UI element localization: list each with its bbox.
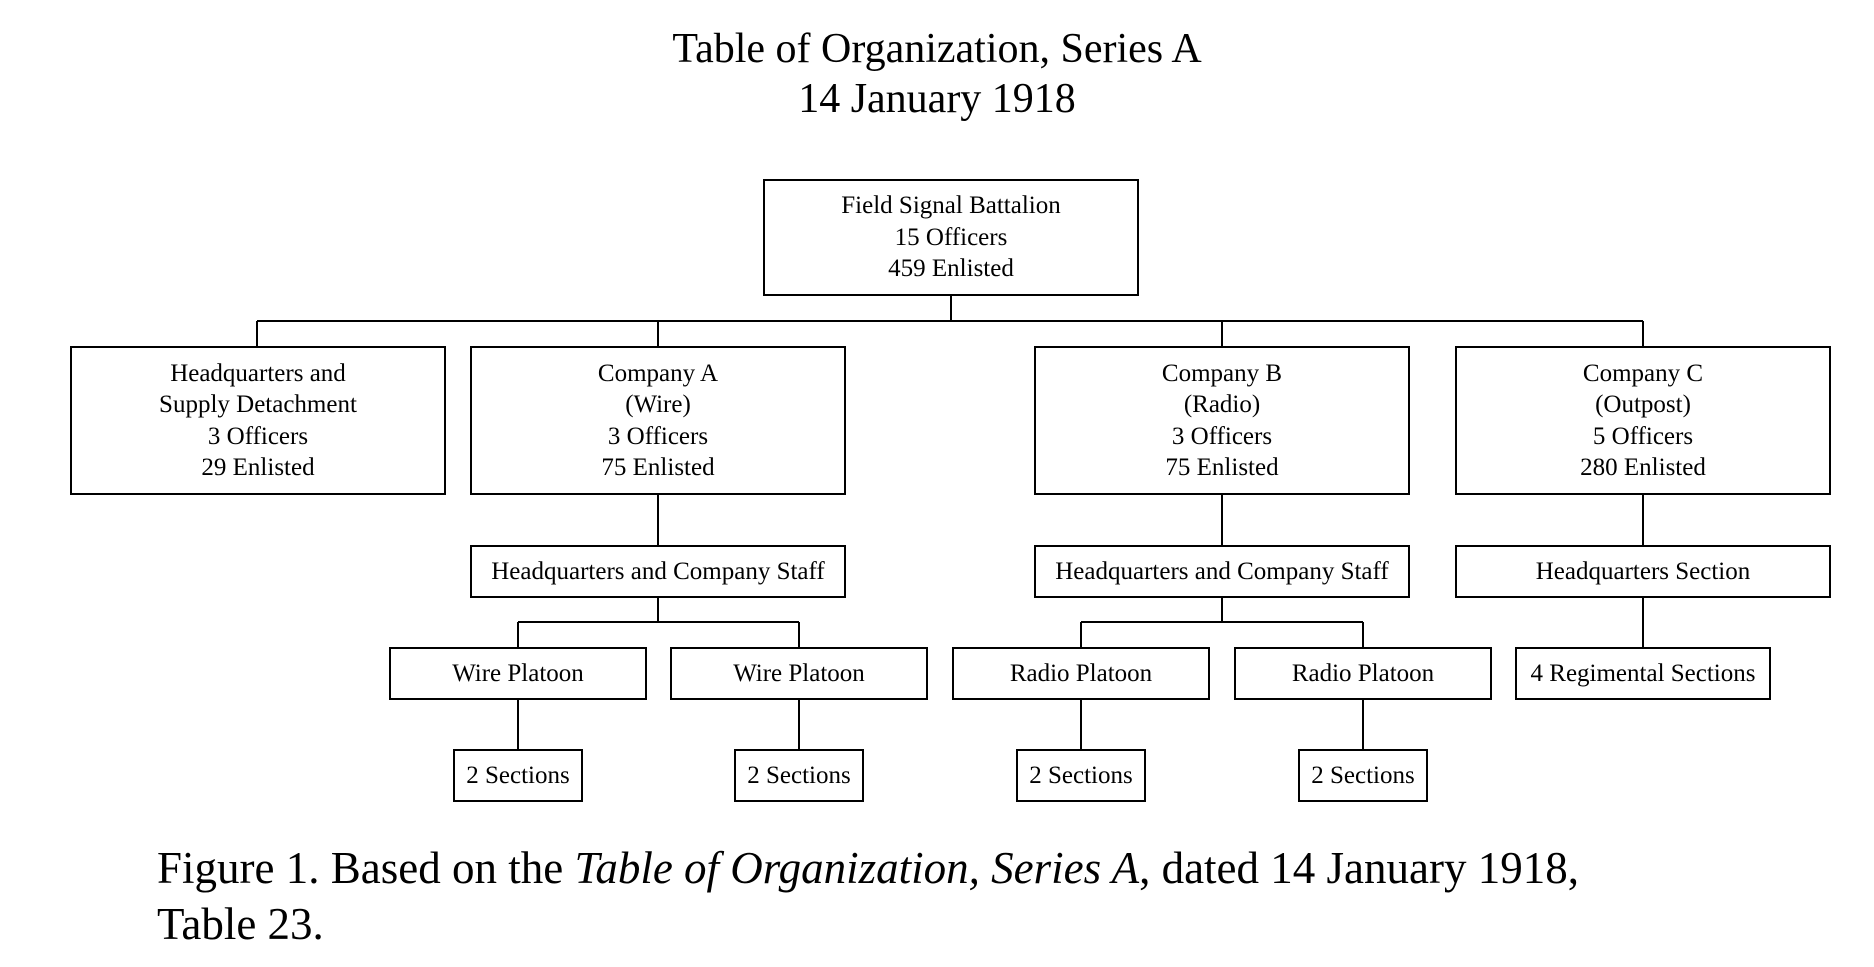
company-b-hq-staff-label: Headquarters and Company Staff [1055, 557, 1389, 585]
regimental-sections-label: 4 Regimental Sections [1530, 659, 1756, 687]
node-wire-platoon-1-sections: 2 Sections [453, 749, 583, 802]
node-field-signal-battalion: Field Signal Battalion 15 Officers 459 E… [763, 179, 1139, 296]
company-c-type: (Outpost) [1595, 391, 1691, 418]
battalion-enlisted: 459 Enlisted [888, 255, 1014, 283]
company-c-officers: 5 Officers [1592, 422, 1694, 450]
node-company-a: Company A (Wire) 3 Officers 75 Enlisted [470, 346, 846, 495]
node-company-a-hq-staff: Headquarters and Company Staff [470, 545, 846, 598]
node-company-b-hq-staff: Headquarters and Company Staff [1034, 545, 1410, 598]
company-a-officers: 3 Officers [607, 422, 709, 450]
node-radio-platoon-2: Radio Platoon [1234, 647, 1492, 700]
company-a-enlisted: 75 Enlisted [601, 454, 715, 481]
diagram-title: Table of Organization, Series A [672, 26, 1202, 72]
node-company-c: Company C (Outpost) 5 Officers 280 Enlis… [1455, 346, 1831, 495]
company-b-type: (Radio) [1183, 391, 1261, 418]
node-wire-platoon-1: Wire Platoon [389, 647, 647, 700]
caption-line1: Figure 1. Based on the Table of Organiza… [157, 840, 1807, 896]
diagram-date: 14 January 1918 [798, 76, 1076, 122]
hq-supply-enlisted: 29 Enlisted [201, 454, 315, 481]
wire-platoon-1-label: Wire Platoon [452, 659, 584, 687]
node-regimental-sections: 4 Regimental Sections [1515, 647, 1771, 700]
node-company-b: Company B (Radio) 3 Officers 75 Enlisted [1034, 346, 1410, 495]
battalion-officers: 15 Officers [894, 223, 1008, 251]
node-wire-platoon-2: Wire Platoon [670, 647, 928, 700]
company-a-type: (Wire) [625, 391, 691, 418]
wire-platoon-2-label: Wire Platoon [733, 659, 865, 687]
node-wire-platoon-2-sections: 2 Sections [734, 749, 864, 802]
radio-platoon-1-label: Radio Platoon [1009, 659, 1153, 687]
node-radio-platoon-1-sections: 2 Sections [1016, 749, 1146, 802]
node-radio-platoon-1: Radio Platoon [952, 647, 1210, 700]
caption-line2: Table 23. [157, 899, 324, 949]
radio-platoon-2-sections-label: 2 Sections [1311, 761, 1415, 789]
wire-platoon-2-sections-label: 2 Sections [747, 761, 851, 789]
node-radio-platoon-2-sections: 2 Sections [1298, 749, 1428, 802]
battalion-name: Field Signal Battalion [841, 192, 1061, 220]
figure-caption: Figure 1. Based on the Table of Organiza… [157, 840, 1807, 952]
company-a-name: Company A [597, 359, 719, 387]
radio-platoon-1-sections-label: 2 Sections [1029, 761, 1133, 789]
radio-platoon-2-label: Radio Platoon [1291, 659, 1435, 687]
company-c-enlisted: 280 Enlisted [1580, 454, 1706, 481]
hq-supply-line1: Headquarters and [170, 359, 346, 387]
node-hq-supply-detachment: Headquarters and Supply Detachment 3 Off… [70, 346, 446, 495]
hq-supply-officers: 3 Officers [207, 422, 309, 450]
wire-platoon-1-sections-label: 2 Sections [466, 761, 570, 789]
hq-supply-line2: Supply Detachment [159, 391, 357, 418]
company-c-name: Company C [1582, 359, 1704, 387]
company-b-officers: 3 Officers [1171, 422, 1273, 450]
company-b-enlisted: 75 Enlisted [1165, 454, 1279, 481]
company-b-name: Company B [1161, 359, 1283, 387]
company-a-hq-staff-label: Headquarters and Company Staff [491, 557, 825, 585]
caption-suffix: , dated 14 January 1918, [1139, 843, 1579, 893]
node-company-c-hq-section: Headquarters Section [1455, 545, 1831, 598]
caption-italic-title: Table of Organization, Series A [574, 843, 1140, 893]
caption-prefix: Figure 1. Based on the [157, 843, 575, 893]
company-c-hq-section-label: Headquarters Section [1535, 557, 1751, 585]
